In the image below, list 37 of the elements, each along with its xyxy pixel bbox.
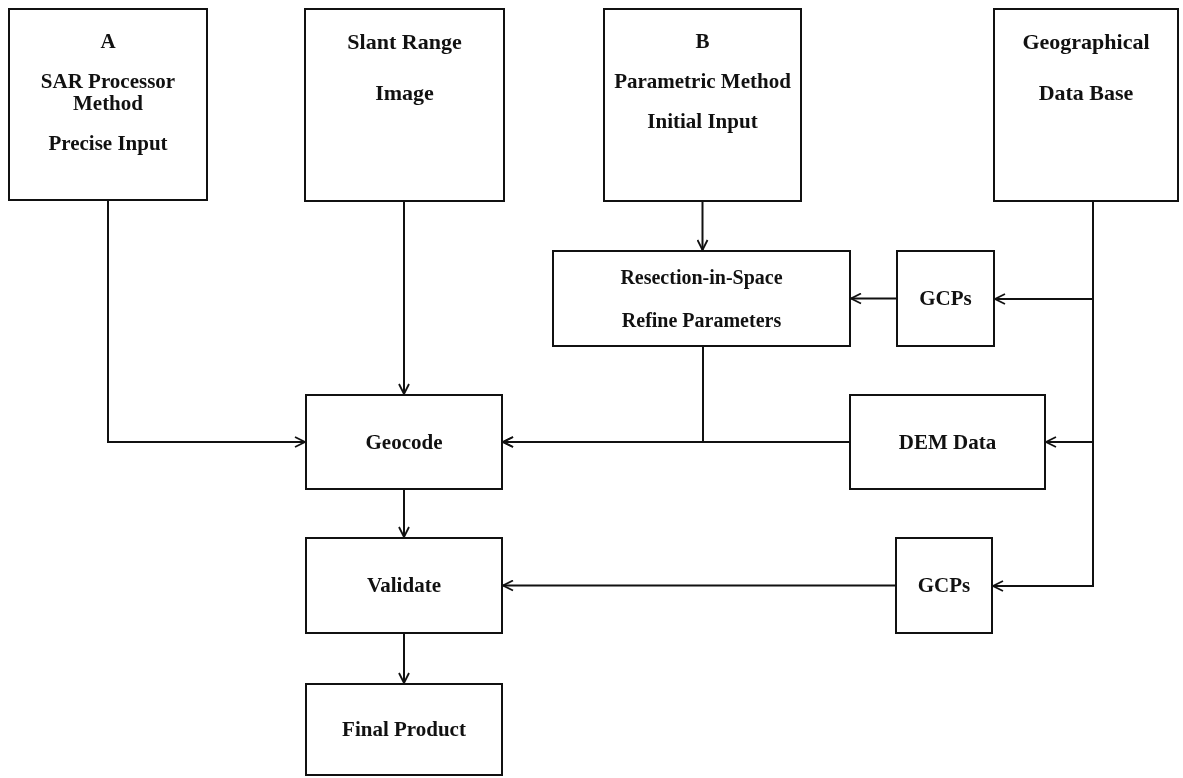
arrow bbox=[398, 201, 410, 395]
box-label: Initial Input bbox=[647, 110, 758, 133]
box-label: A bbox=[100, 30, 116, 53]
box-label: Precise Input bbox=[48, 132, 168, 155]
process-box bbox=[305, 537, 503, 634]
box-label: SAR Processor Method bbox=[39, 70, 177, 115]
box-label: Resection-in-Space bbox=[620, 266, 783, 288]
box-label: Parametric Method bbox=[614, 70, 791, 93]
process-box bbox=[305, 683, 503, 776]
process-box bbox=[993, 8, 1179, 202]
arrow bbox=[398, 489, 410, 538]
box-label: GCPs bbox=[919, 287, 972, 310]
box-label: Validate bbox=[367, 574, 441, 597]
box-label: DEM Data bbox=[898, 430, 997, 453]
arrow bbox=[398, 633, 410, 684]
box-label: B bbox=[695, 30, 710, 53]
process-box bbox=[304, 8, 505, 202]
arrow bbox=[696, 201, 709, 251]
box-label: Geocode bbox=[365, 430, 443, 453]
box-label: Data Base bbox=[1038, 81, 1134, 105]
process-box bbox=[305, 394, 503, 490]
box-label: GCPs bbox=[917, 574, 971, 597]
process-box bbox=[895, 537, 993, 634]
process-box bbox=[552, 250, 851, 347]
process-box bbox=[603, 8, 802, 202]
process-box bbox=[849, 394, 1046, 490]
box-label: Slant Range bbox=[347, 30, 462, 54]
process-box bbox=[896, 250, 995, 347]
arrow bbox=[107, 200, 306, 448]
box-label: Geographical bbox=[1022, 30, 1150, 54]
box-label: Image bbox=[375, 81, 434, 105]
arrow bbox=[502, 579, 896, 592]
box-label: Refine Parameters bbox=[621, 309, 782, 331]
arrow bbox=[850, 292, 897, 305]
process-box bbox=[8, 8, 208, 201]
arrow bbox=[502, 436, 850, 448]
box-label: Final Product bbox=[342, 718, 466, 741]
